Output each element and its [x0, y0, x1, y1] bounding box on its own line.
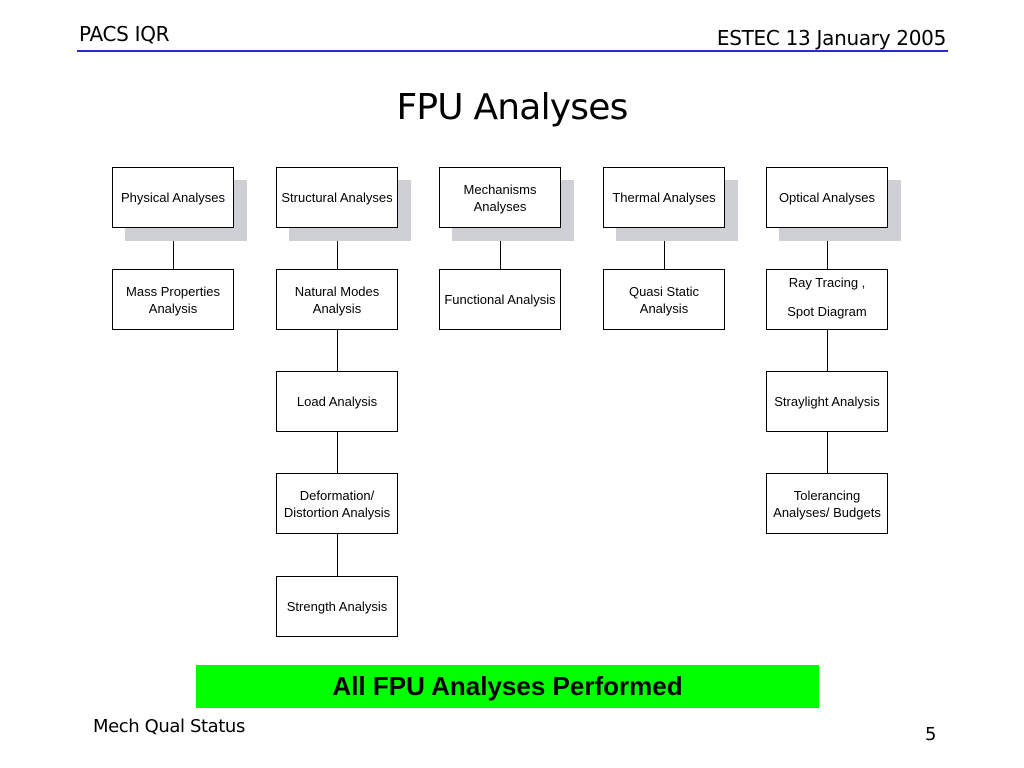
- connector-line: [500, 228, 501, 269]
- box-thermal-analyses: Thermal Analyses: [603, 167, 725, 228]
- connector-line: [664, 228, 665, 269]
- box-load-analysis: Load Analysis: [276, 371, 398, 432]
- connector-line: [337, 330, 338, 371]
- box-optical-analyses: Optical Analyses: [766, 167, 888, 228]
- ray-tracing-line1: Ray Tracing ,: [788, 274, 866, 290]
- box-physical-analyses: Physical Analyses: [112, 167, 234, 228]
- connector-line: [337, 228, 338, 269]
- ray-tracing-line2: Spot Diagram: [787, 303, 867, 319]
- header-rule: [77, 50, 948, 52]
- box-straylight-analysis: Straylight Analysis: [766, 371, 888, 432]
- header-right-label: ESTEC 13 January 2005: [716, 26, 946, 50]
- box-deformation-distortion-analysis: Deformation/ Distortion Analysis: [276, 473, 398, 534]
- connector-line: [337, 432, 338, 473]
- box-quasi-static-analysis: Quasi Static Analysis: [603, 269, 725, 330]
- box-tolerancing-analyses-budgets: Tolerancing Analyses/ Budgets: [766, 473, 888, 534]
- box-ray-tracing-spot-diagram: Ray Tracing , Spot Diagram: [766, 269, 888, 330]
- box-strength-analysis: Strength Analysis: [276, 576, 398, 637]
- connector-line: [827, 228, 828, 269]
- box-functional-analysis: Functional Analysis: [439, 269, 561, 330]
- box-structural-analyses: Structural Analyses: [276, 167, 398, 228]
- box-mechanisms-analyses: Mechanisms Analyses: [439, 167, 561, 228]
- connector-line: [827, 330, 828, 371]
- page-number: 5: [925, 724, 937, 745]
- slide-title: FPU Analyses: [396, 87, 628, 128]
- status-banner: All FPU Analyses Performed: [196, 665, 819, 708]
- header-left-label: PACS IQR: [79, 22, 170, 46]
- connector-line: [827, 432, 828, 473]
- connector-line: [337, 534, 338, 576]
- box-natural-modes-analysis: Natural Modes Analysis: [276, 269, 398, 330]
- footer-label: Mech Qual Status: [93, 716, 245, 737]
- box-mass-properties-analysis: Mass Properties Analysis: [112, 269, 234, 330]
- connector-line: [173, 228, 174, 269]
